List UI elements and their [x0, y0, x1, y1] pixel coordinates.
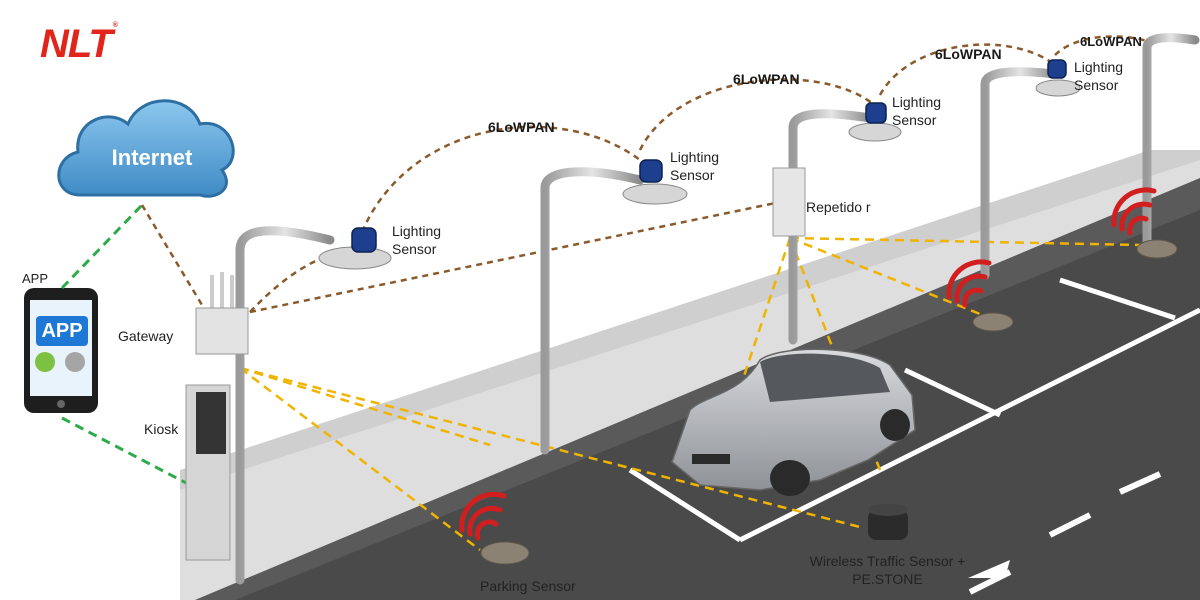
- car: [671, 348, 916, 496]
- mesh-label-2: 6LoWPAN: [733, 71, 800, 87]
- smartphone: [24, 288, 98, 413]
- traffic-sensor-label: Wireless Traffic Sensor + PE.STONE: [809, 553, 966, 587]
- app-label: APP: [22, 271, 49, 286]
- kiosk-device: [185, 384, 231, 561]
- signal-icons: [459, 187, 1157, 541]
- lamp-heads: [318, 79, 1081, 270]
- internet-links: [140, 35, 1151, 314]
- street-lamps: [235, 33, 1200, 585]
- internet-cloud: [57, 99, 235, 198]
- app-links: [60, 203, 191, 487]
- repeater-device: [772, 167, 806, 237]
- gateway-label: Gateway: [118, 328, 174, 344]
- mesh-label-4: 6LoWPAN: [1080, 34, 1142, 49]
- lighting-sensor-label-1: Lighting Sensor: [392, 223, 442, 257]
- mesh-label-3: 6LoWPAN: [935, 46, 1002, 62]
- parking-sensor-label: Parking Sensor: [480, 578, 576, 594]
- lighting-sensor-label-3: Lighting Sensor: [892, 94, 942, 128]
- road: [195, 178, 1200, 600]
- brand-logo: NLT®: [40, 22, 118, 66]
- lighting-sensor-icons: [351, 59, 1067, 253]
- gateway-device: [195, 272, 249, 355]
- parking-sensor-pucks: [480, 239, 1178, 565]
- repeater-label: Repetido r: [806, 199, 871, 215]
- app-screen-label: APP: [36, 316, 88, 346]
- lighting-sensor-label-2: Lighting Sensor: [670, 149, 720, 183]
- traffic-sensor-puck: [868, 504, 908, 540]
- arrow-icon: [968, 560, 1010, 578]
- kiosk-label: Kiosk: [144, 421, 179, 437]
- lighting-sensor-label-4: Lighting Sensor: [1074, 59, 1124, 93]
- mesh-label-1: 6LoWPAN: [488, 119, 555, 135]
- sidewalk: [180, 150, 1200, 600]
- internet-label: Internet: [111, 145, 193, 170]
